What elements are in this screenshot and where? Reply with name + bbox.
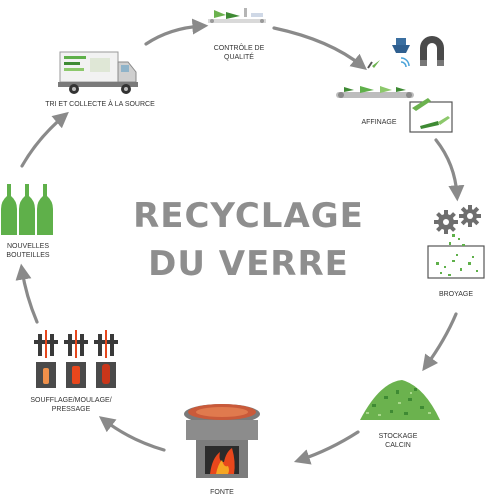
cycle-arrows [15,18,465,465]
arrow-broyage-to-stockage [422,312,458,372]
conveyor-inspection-icon [208,8,266,23]
arrow-control-to-affinage [272,26,367,71]
cullet-pile-icon [360,380,440,420]
arrow-soufflage-to-bottles [15,263,39,324]
glass-mould-icon [34,330,118,388]
label-affinage: AFFINAGE [361,119,397,126]
diagram-title-line2: DU VERRE [148,244,349,284]
arrow-fonte-to-soufflage [98,416,166,452]
label-tri-collecte: TRI ET COLLECTE À LA SOURCE [45,101,155,108]
label-stockage-calcin: STOCKAGE CALCIN [378,433,418,449]
crusher-gears-icon [427,205,485,279]
label-broyage: BROYAGE [438,291,474,298]
collection-truck-icon [58,51,138,94]
label-fonte: FONTE [210,489,234,496]
label-nouvelles-bouteilles: NOUVELLES BOUTEILLES [6,243,50,259]
label-controle-qualite: CONTRÔLE DE QUALITÉ [213,45,265,61]
furnace-fire-icon [184,404,260,478]
diagram-title-line1: RECYCLAGE [133,196,364,236]
magnet-sorting-icon [336,36,453,133]
green-bottles-icon [1,184,53,235]
arrow-stockage-to-fonte [293,430,360,465]
arrow-bottles-to-truck [20,111,69,168]
arrow-affinage-to-broyage [434,138,465,202]
arrow-truck-to-control [144,18,209,46]
label-soufflage-moulage-pressage: SOUFFLAGE/MOULAGE/ PRESSAGE [30,397,112,413]
